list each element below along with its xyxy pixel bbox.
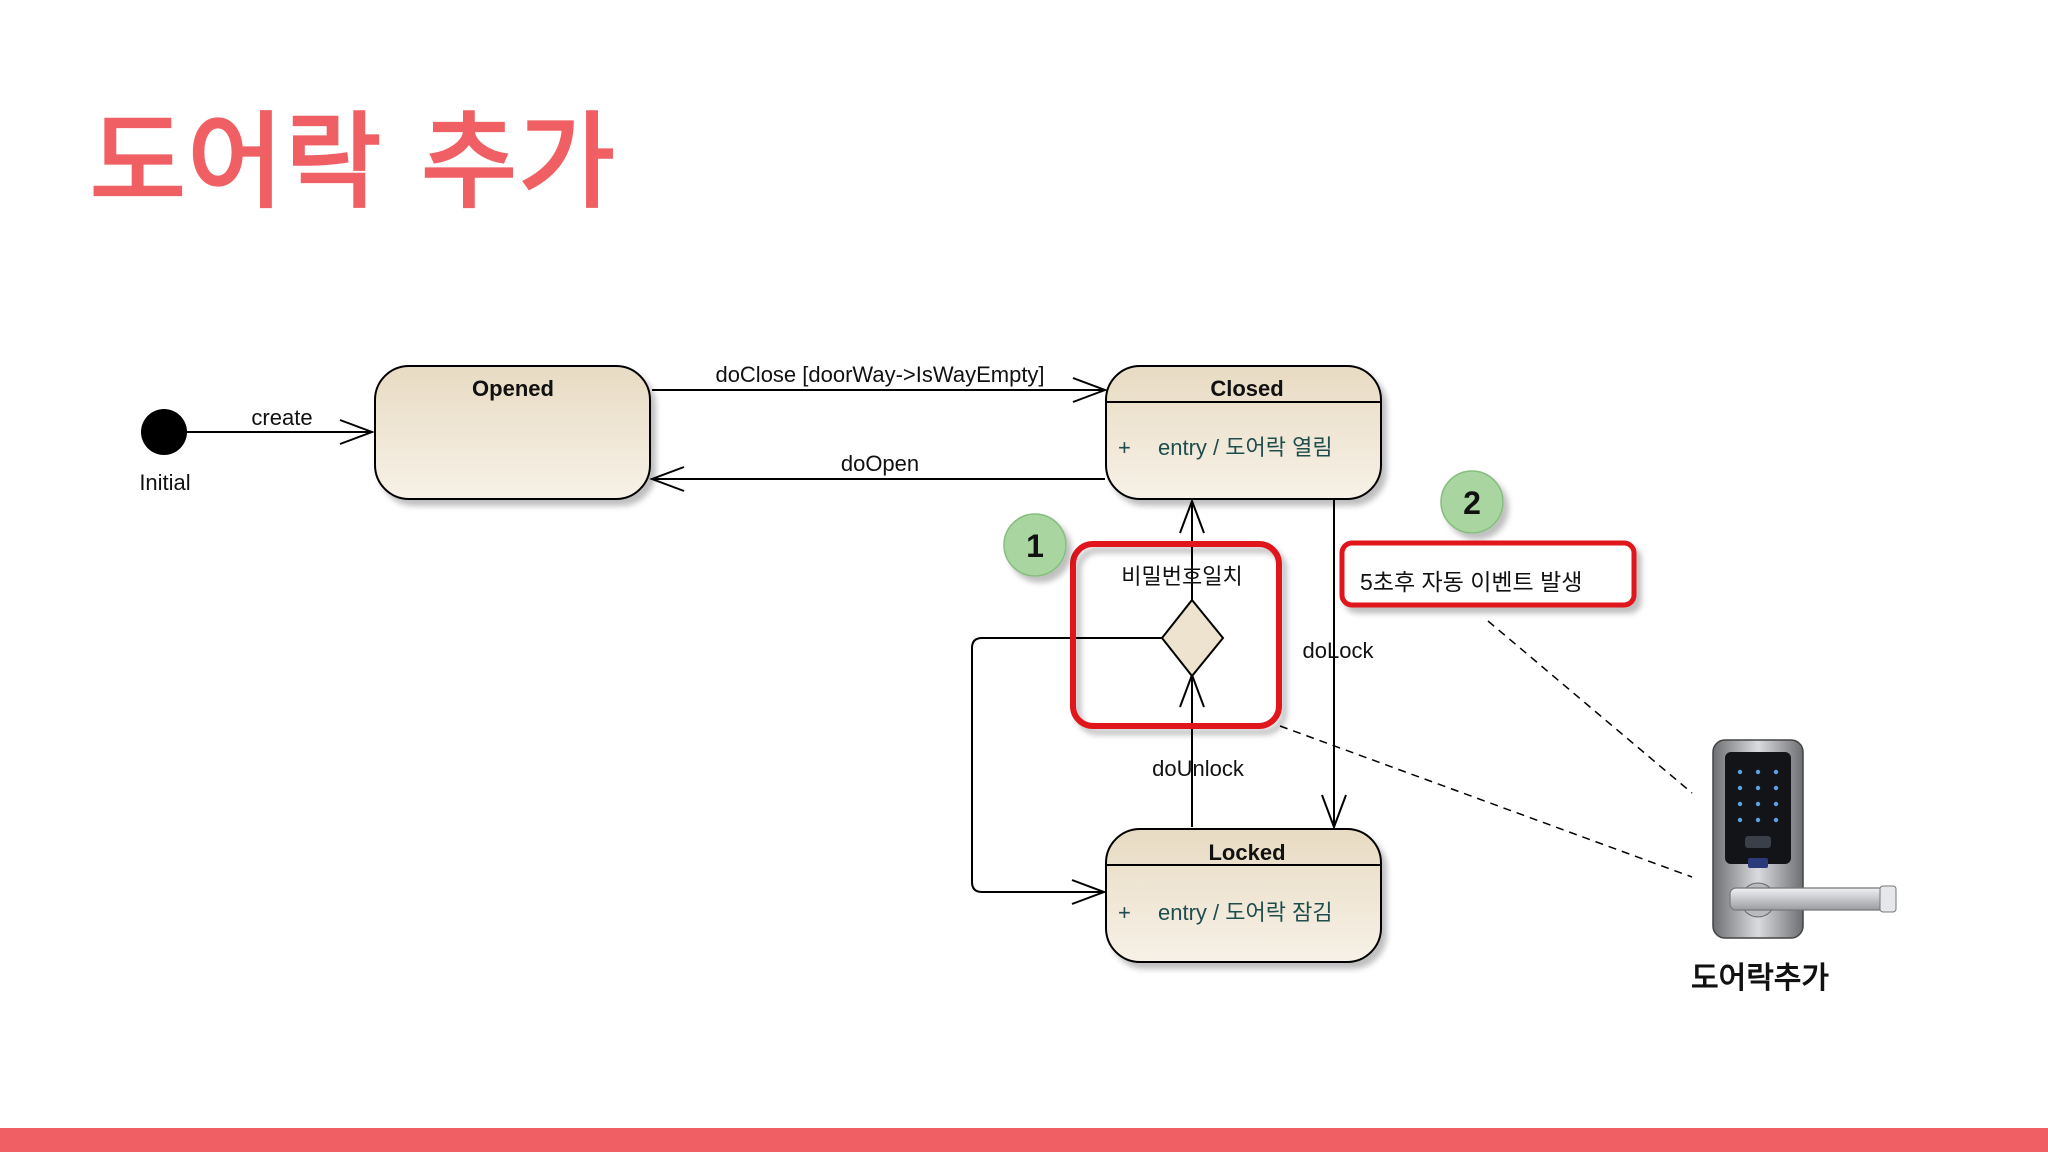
do-open-label: doOpen (841, 451, 919, 476)
state-locked (1105, 828, 1382, 963)
doorlock-caption: 도어락추가 (1691, 961, 1829, 996)
state-closed (1105, 365, 1382, 500)
state-locked-name: Locked (1208, 840, 1285, 865)
mismatch-transition (971, 637, 1162, 905)
do-unlock-transition (1179, 672, 1205, 827)
state-locked-entry: entry / 도어락 잠김 (1158, 900, 1333, 925)
note-box (1339, 540, 1637, 608)
slide-title: 도어락 추가 (90, 101, 617, 223)
create-label: create (251, 405, 312, 430)
state-opened (374, 365, 651, 500)
decision-node (1160, 598, 1225, 678)
bottom-accent-bar (0, 1128, 2048, 1152)
note-connector (1279, 620, 1693, 878)
do-open-transition (649, 466, 1105, 492)
state-locked-entry-marker: + (1118, 900, 1131, 925)
match-transition (1179, 498, 1205, 602)
do-close-label: doClose [doorWay->IsWayEmpty] (715, 362, 1044, 387)
badge-one (1003, 513, 1067, 577)
state-closed-entry-marker: + (1118, 435, 1131, 460)
do-lock-label: doLock (1303, 638, 1375, 663)
badge-one-number: 1 (1026, 528, 1044, 564)
highlight-box-decision (1070, 541, 1282, 729)
do-lock-transition (1321, 499, 1347, 830)
state-opened-name: Opened (472, 376, 554, 401)
doorlock-image (1712, 739, 1897, 939)
initial-node (141, 409, 187, 455)
state-closed-entry: entry / 도어락 열림 (1158, 435, 1333, 460)
decision-label: 비밀번호일치 (1121, 564, 1242, 589)
do-close-transition (652, 377, 1108, 403)
do-unlock-label: doUnlock (1152, 756, 1245, 781)
state-closed-name: Closed (1210, 376, 1283, 401)
badge-two (1440, 470, 1504, 534)
badge-two-number: 2 (1463, 485, 1481, 521)
note-text: 5초후 자동 이벤트 발생 (1360, 569, 1582, 595)
initial-label: Initial (139, 470, 190, 495)
create-transition (187, 419, 375, 445)
